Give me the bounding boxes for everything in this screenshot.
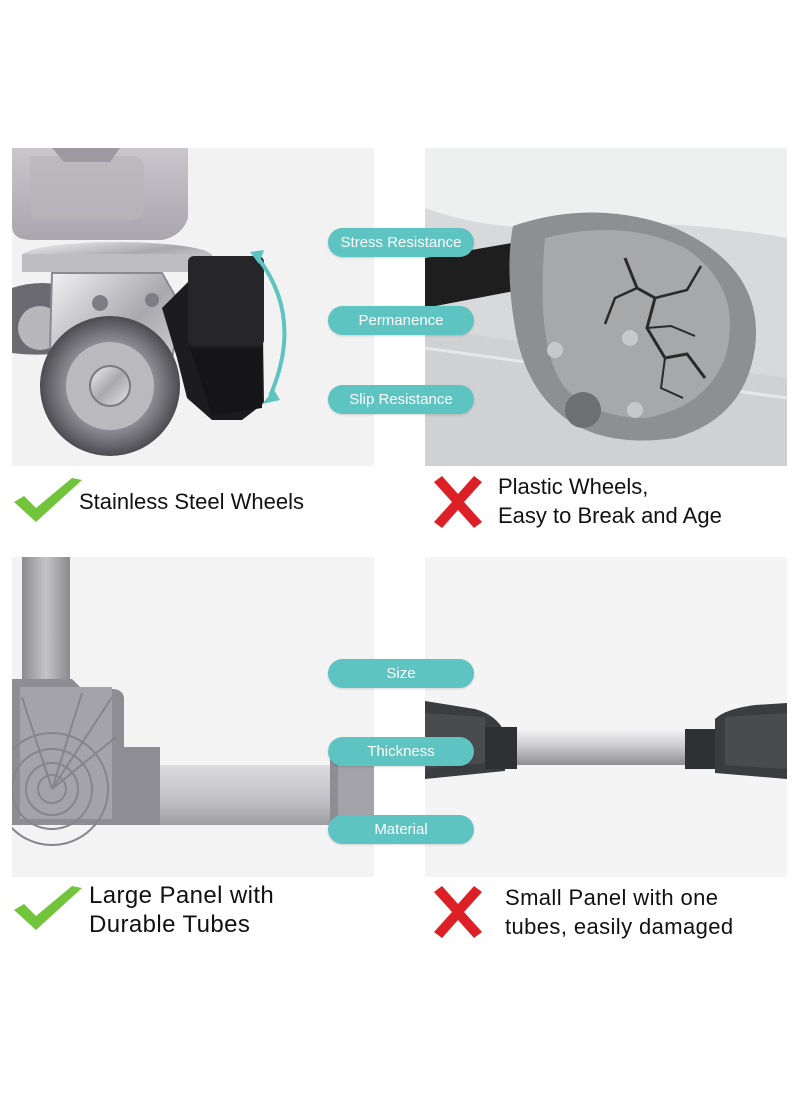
feature-pill-thickness: Thickness — [328, 737, 474, 766]
cross-mark-icon — [430, 884, 486, 940]
large-panel-photo — [12, 557, 374, 877]
small-panel-photo — [425, 557, 787, 877]
feature-pill-size: Size — [328, 659, 474, 688]
check-mark-icon — [12, 476, 84, 528]
feature-pill-slip-resistance: Slip Resistance — [328, 385, 474, 414]
steel-wheel-photo — [12, 148, 374, 466]
bad-caption-panel: Small Panel with one tubes, easily damag… — [505, 885, 734, 939]
feature-pill-permanence: Permanence — [328, 306, 474, 335]
feature-pill-material: Material — [328, 815, 474, 844]
good-caption-panel: Large Panel with Durable Tubes — [89, 882, 275, 938]
feature-pill-stress-resistance: Stress Resistance — [328, 228, 474, 257]
check-mark-icon — [12, 884, 84, 936]
good-caption-wheels: Stainless Steel Wheels — [79, 489, 304, 514]
cracked-plastic-wheel-photo — [425, 148, 787, 466]
cross-mark-icon — [430, 474, 486, 530]
bad-caption-wheels: Plastic Wheels, Easy to Break and Age — [498, 474, 722, 528]
